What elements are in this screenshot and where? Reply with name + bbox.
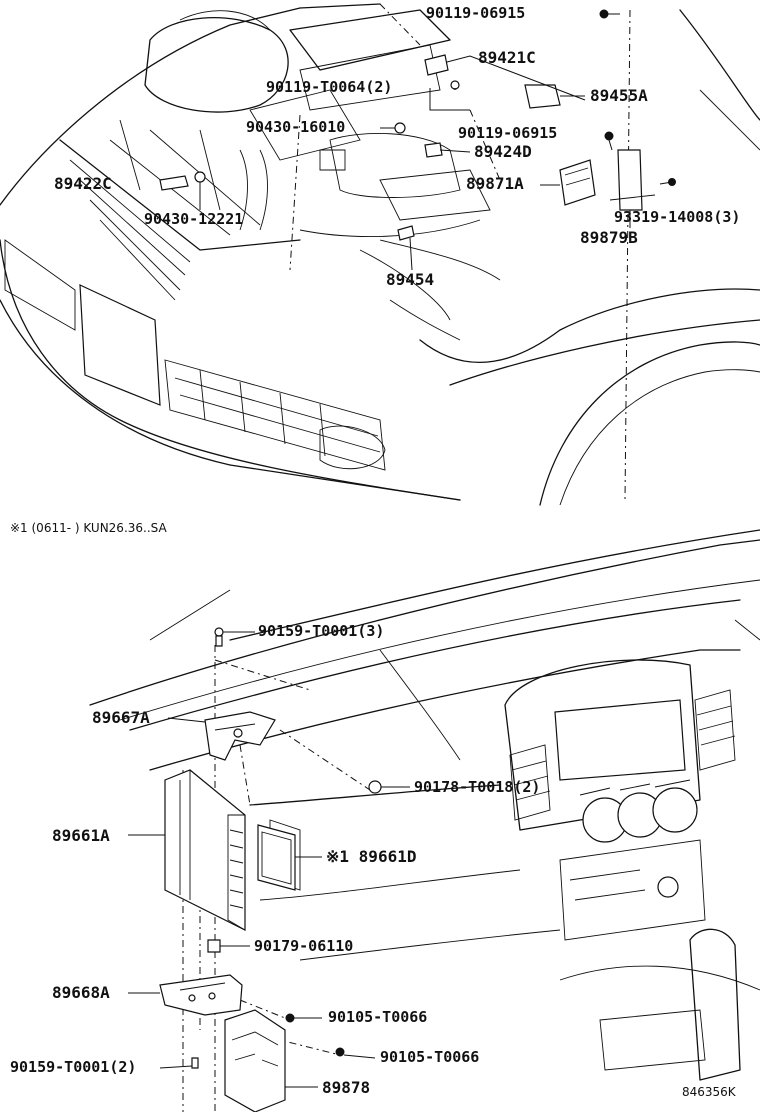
label-90159-T0001-2: 90159-T0001(2) bbox=[10, 1058, 137, 1076]
bolt-90159-T0001-2 bbox=[191, 1057, 199, 1069]
label-93319-14008: 93319-14008(3) bbox=[614, 208, 741, 226]
computer-89871A bbox=[559, 159, 596, 206]
module-89878 bbox=[224, 1009, 286, 1112]
nut-90178-T0018 bbox=[368, 780, 382, 794]
bracket-89879B bbox=[609, 149, 656, 211]
label-90159-T0001-3: 90159-T0001(3) bbox=[258, 622, 385, 640]
module-89661D bbox=[257, 824, 296, 891]
bolt-93319-14008 bbox=[659, 178, 676, 186]
ecu-89661A bbox=[164, 769, 246, 931]
bracket-89668A bbox=[159, 974, 243, 1016]
sensor-89424D bbox=[424, 142, 443, 158]
label-90119-06915-mid: 90119-06915 bbox=[458, 124, 558, 142]
label-89878: 89878 bbox=[322, 1078, 371, 1097]
label-89879B: 89879B bbox=[580, 228, 638, 247]
bolt-90159-T0001-3 bbox=[214, 627, 224, 647]
sensor-89454 bbox=[397, 225, 415, 241]
label-89667A: 89667A bbox=[92, 708, 150, 727]
label-90430-12221: 90430-12221 bbox=[144, 210, 244, 228]
label-90119-T0064: 90119-T0064(2) bbox=[266, 78, 393, 96]
label-89668A: 89668A bbox=[52, 983, 110, 1002]
sensor-89421C bbox=[424, 54, 460, 90]
label-90178-T0018: 90178-T0018(2) bbox=[414, 778, 541, 796]
label-90430-16010: 90430-16010 bbox=[246, 118, 346, 136]
label-89421C: 89421C bbox=[478, 48, 536, 67]
washer-90430-16010 bbox=[394, 122, 406, 134]
label-90105-T0066-b: 90105-T0066 bbox=[380, 1048, 480, 1066]
label-90119-06915-top: 90119-06915 bbox=[426, 4, 526, 22]
label-89871A: 89871A bbox=[466, 174, 524, 193]
label-90105-T0066-a: 90105-T0066 bbox=[328, 1008, 428, 1026]
label-89424D: 89424D bbox=[474, 142, 532, 161]
label-89661D: ※1 89661D bbox=[326, 847, 417, 866]
label-89422C: 89422C bbox=[54, 174, 112, 193]
label-89661A: 89661A bbox=[52, 826, 110, 845]
illustration-code: 846356K bbox=[682, 1085, 736, 1099]
sensor-89422C bbox=[159, 171, 206, 191]
bracket-89667A bbox=[204, 711, 276, 761]
bolt-90119-06915 bbox=[599, 9, 614, 141]
dashboard-drawing bbox=[89, 529, 760, 1112]
clip-90179-06110 bbox=[207, 939, 221, 953]
label-89455A: 89455A bbox=[590, 86, 648, 105]
label-90179-06110: 90179-06110 bbox=[254, 937, 354, 955]
applicability-note: ※1 (0611- ) KUN26.36..SA bbox=[10, 521, 167, 535]
label-89454: 89454 bbox=[386, 270, 435, 289]
engine-bay-drawing bbox=[0, 3, 760, 506]
